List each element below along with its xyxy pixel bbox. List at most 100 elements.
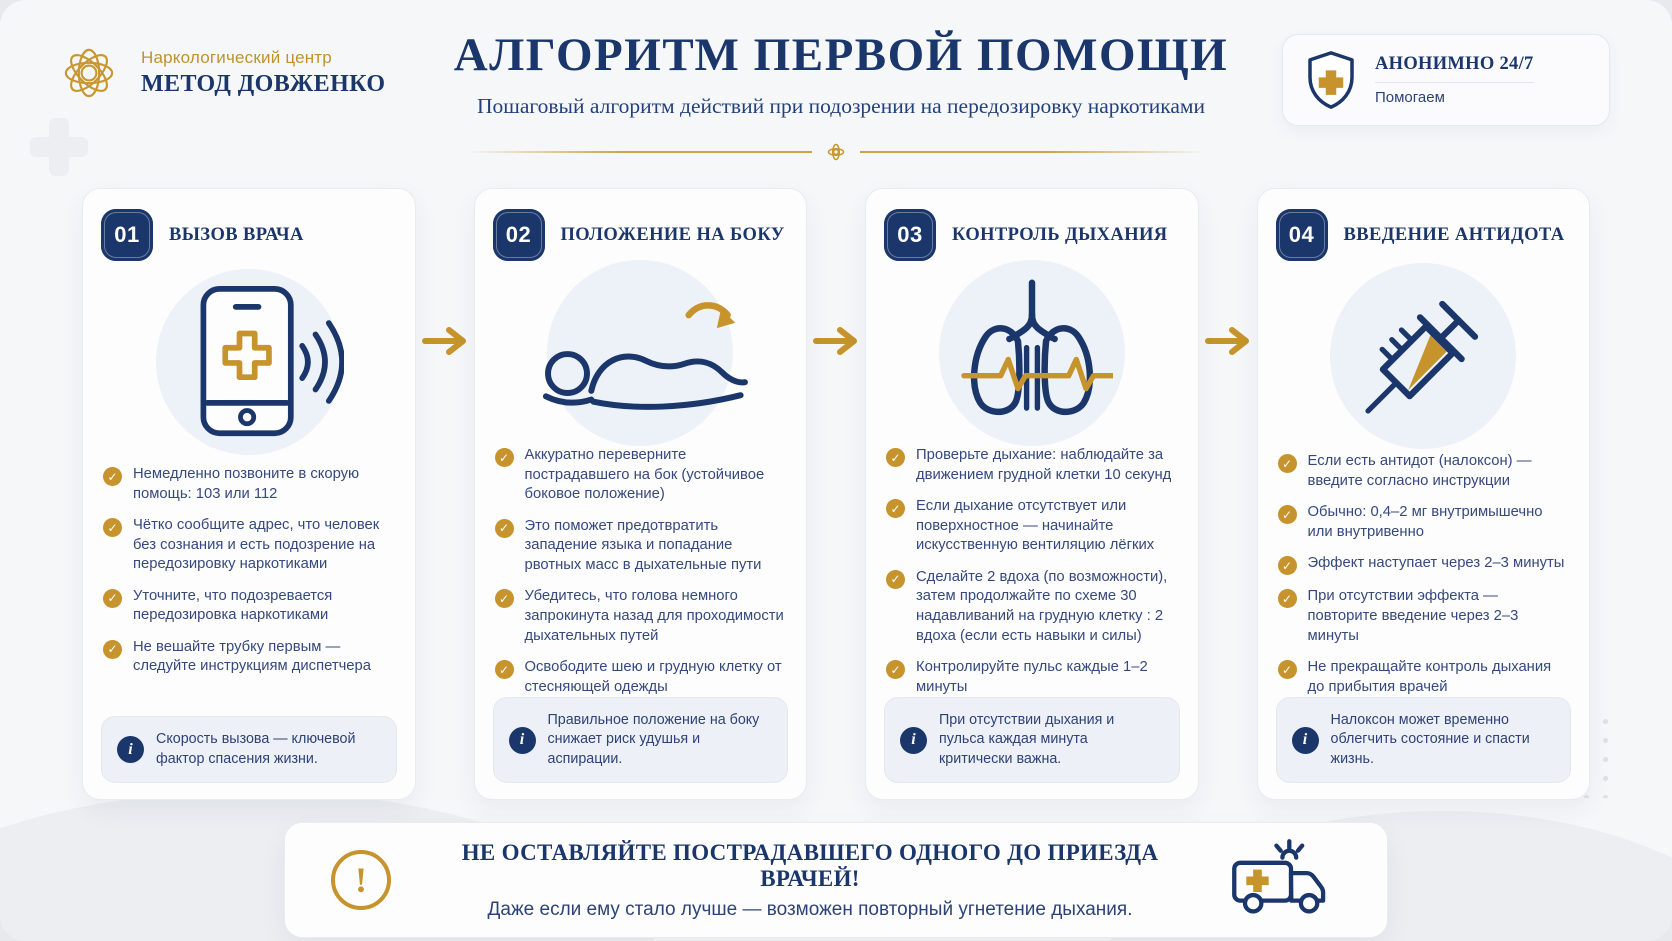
header: Наркологический центр МЕТОД ДОВЖЕНКО АЛГ… (0, 0, 1672, 126)
page-title: АЛГОРИТМ ПЕРВОЙ ПОМОЩИ (453, 29, 1229, 81)
step-number-badge: 02 (492, 209, 545, 261)
check-icon: ✓ (494, 589, 514, 609)
info-note-text: Скорость вызова — ключевой фактор спасен… (156, 731, 356, 767)
divider-rosette-icon (827, 143, 845, 161)
card-2-info-note: i Правильное положение на боку снижает р… (492, 697, 788, 783)
checklist-item-text: Контролируйте пульс каждые 1–2 минуты (916, 659, 1148, 695)
step-title: ПОЛОЖЕНИЕ НА БОКУ (560, 224, 785, 245)
flow-arrow-2 (807, 188, 865, 800)
checklist-item: ✓ Не вешайте трубку первым — следуйте ин… (103, 638, 395, 677)
info-note-text: Правильное положение на боку снижает рис… (547, 712, 760, 767)
check-icon: ✓ (494, 448, 514, 468)
step-number-badge: 03 (884, 209, 936, 261)
step-card-2-recovery-position: 02 ПОЛОЖЕНИЕ НА БОКУ (473, 188, 807, 800)
info-icon: i (900, 726, 927, 754)
page-subtitle: Пошаговый алгоритм действий при подозрен… (477, 93, 1205, 118)
check-icon: ✓ (494, 518, 514, 538)
step-card-1-call-doctor: 01 ВЫЗОВ ВРАЧА (82, 188, 416, 800)
checklist-item-text: Если дыхание отсутствует или поверхностн… (916, 498, 1155, 554)
checklist-item-text: Освободите шею и грудную клетку от стесн… (524, 659, 782, 695)
warning-text-block: НЕ ОСТАВЛЯЙТЕ ПОСТРАДАВШЕГО ОДНОГО ДО ПР… (427, 840, 1193, 921)
step-card-4-antidote: 04 ВВЕДЕНИЕ АНТИДОТА (1256, 188, 1590, 800)
info-icon: i (508, 726, 536, 754)
shield-cross-icon (1308, 51, 1354, 109)
checklist-item: ✓ Убедитесь, что голова немного запрокин… (494, 587, 787, 646)
warning-title: НЕ ОСТАВЛЯЙТЕ ПОСТРАДАВШЕГО ОДНОГО ДО ПР… (461, 839, 1159, 891)
checklist-item: ✓ Чётко сообщите адрес, что человек без … (103, 516, 395, 575)
checklist-item-text: Не вешайте трубку первым — следуйте инст… (133, 638, 371, 675)
clinic-name-block: Наркологический центр МЕТОД ДОВЖЕНКО (141, 48, 385, 98)
lotus-ornament-icon (64, 48, 114, 98)
check-icon: ✓ (103, 588, 122, 608)
checklist-item: ✓ Эффект наступает через 2–3 минуты (1277, 554, 1570, 576)
recovery-position-icon (543, 301, 749, 410)
card-4-illustration (1276, 262, 1572, 449)
lungs-pulse-icon (961, 279, 1113, 415)
card-2-illustration (493, 259, 789, 446)
checklist-item: ✓ Не прекращайте контроль дыхания до при… (1277, 658, 1570, 697)
checklist-item-text: Убедитесь, что голова немного запрокинут… (524, 588, 784, 644)
card-2-header: 02 ПОЛОЖЕНИЕ НА БОКУ (492, 209, 789, 261)
checklist-item: ✓ Обычно: 0,4–2 мг внутримышечно или вну… (1277, 503, 1570, 542)
check-icon: ✓ (103, 639, 122, 659)
flow-arrow-1 (416, 188, 474, 800)
checklist-item-text: Не прекращайте контроль дыхания до прибы… (1307, 659, 1552, 695)
card-3-info-note: i При отсутствии дыхания и пульса каждая… (884, 697, 1180, 783)
check-icon: ✓ (1277, 556, 1297, 576)
flow-arrow-3 (1199, 188, 1257, 800)
anonymous-badge: АНОНИМНО 24/7 Помогаем (1282, 34, 1610, 126)
check-icon: ✓ (886, 448, 905, 468)
info-note-text: При отсутствии дыхания и пульса каждая м… (939, 712, 1115, 767)
check-icon: ✓ (1277, 589, 1297, 609)
title-block: АЛГОРИТМ ПЕРВОЙ ПОМОЩИ Пошаговый алгорит… (400, 26, 1282, 119)
steps-row: 01 ВЫЗОВ ВРАЧА (0, 164, 1672, 800)
checklist-item: ✓ Сделайте 2 вдоха (по возможности), зат… (886, 568, 1178, 646)
checklist-item: ✓ Немедленно позвоните в скорую помощь: … (103, 465, 395, 504)
checklist-item: ✓ Аккуратно переверните пострадавшего на… (494, 446, 787, 505)
checklist-item-text: Если есть антидот (налоксон) — введите с… (1307, 453, 1532, 489)
card-4-checklist: ✓ Если есть антидот (налоксон) — введите… (1276, 450, 1572, 697)
checklist-item-text: Чётко сообщите адрес, что человек без со… (133, 517, 380, 573)
checklist-item-text: Уточните, что подозревается передозировк… (133, 587, 333, 624)
step-number-badge: 04 (1275, 209, 1328, 261)
check-icon: ✓ (886, 569, 905, 589)
step-title: ВВЕДЕНИЕ АНТИДОТА (1343, 224, 1565, 245)
step-card-3-breathing-control: 03 КОНТРОЛЬ ДЫХАНИЯ (865, 188, 1199, 800)
check-icon: ✓ (494, 660, 514, 680)
card-2-checklist: ✓ Аккуратно переверните пострадавшего на… (493, 444, 789, 697)
checklist-item-text: Аккуратно переверните пострадавшего на б… (524, 447, 765, 503)
ornamental-divider (466, 140, 1206, 164)
check-icon: ✓ (886, 499, 905, 519)
arrow-right-icon (813, 327, 857, 355)
checklist-item-text: Сделайте 2 вдоха (по возможности), затем… (916, 568, 1168, 644)
checklist-item-text: Проверьте дыхание: наблюдайте за движени… (916, 447, 1172, 483)
check-icon: ✓ (103, 518, 122, 538)
clinic-logo-block: Наркологический центр МЕТОД ДОВЖЕНКО (52, 36, 400, 110)
checklist-item: ✓ Если есть антидот (налоксон) — введите… (1277, 452, 1570, 491)
exclamation-circle-icon: ! (331, 850, 391, 910)
card-3-illustration (884, 259, 1180, 446)
card-3-header: 03 КОНТРОЛЬ ДЫХАНИЯ (884, 209, 1180, 261)
checklist-item-text: При отсутствии эффекта — повторите введе… (1307, 588, 1519, 644)
checklist-item-text: Это поможет предотвратить западение язык… (524, 517, 762, 573)
icon-backdrop-circle (547, 259, 734, 446)
checklist-item: ✓ Это поможет предотвратить западение яз… (494, 517, 787, 576)
check-icon: ✓ (1277, 660, 1297, 680)
syringe-antidote-icon (1365, 300, 1479, 414)
check-icon: ✓ (103, 467, 122, 486)
checklist-item: ✓ Контролируйте пульс каждые 1–2 минуты (886, 658, 1178, 697)
checklist-item: ✓ При отсутствии эффекта — повторите вве… (1277, 587, 1570, 646)
checklist-item-text: Обычно: 0,4–2 мг внутримышечно или внутр… (1307, 504, 1543, 540)
clinic-type-label: Наркологический центр (141, 48, 332, 67)
step-number-badge: 01 (101, 209, 153, 261)
checklist-item: ✓ Освободите шею и грудную клетку от сте… (494, 658, 787, 697)
divider-line-right (860, 151, 1206, 153)
arrow-right-icon (421, 327, 466, 355)
clinic-name: МЕТОД ДОВЖЕНКО (141, 71, 386, 97)
warning-subtitle: Даже если ему стало лучше — возможен пов… (487, 898, 1133, 920)
info-icon: i (1291, 726, 1319, 754)
step-title: КОНТРОЛЬ ДЫХАНИЯ (952, 224, 1168, 245)
arrow-right-icon (1204, 327, 1249, 355)
check-icon: ✓ (886, 660, 905, 680)
